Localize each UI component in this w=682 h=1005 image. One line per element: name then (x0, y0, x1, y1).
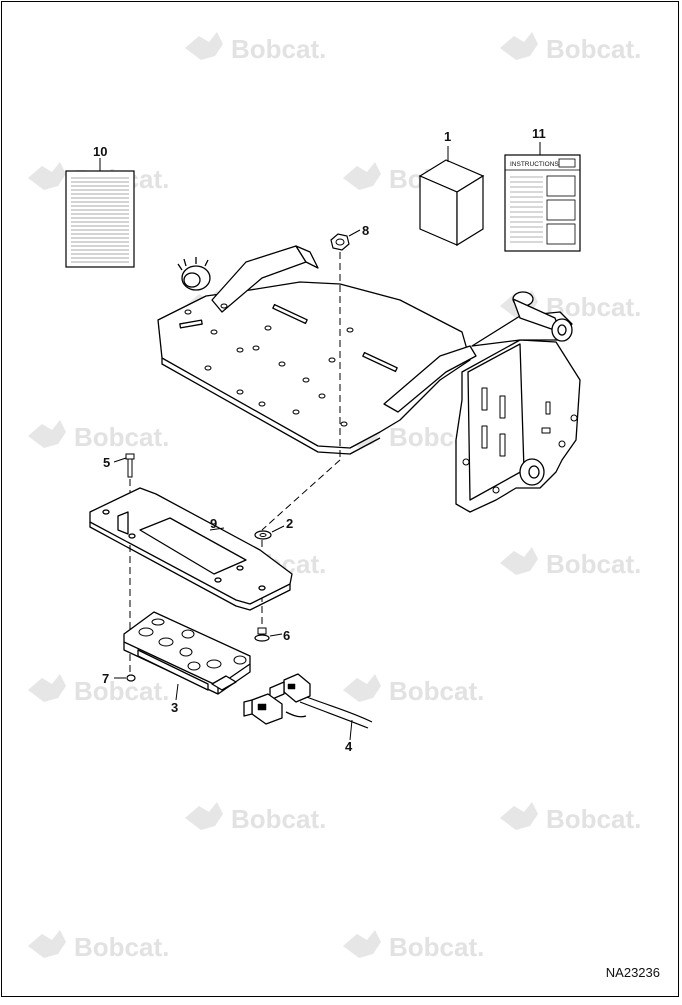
svg-text:Bobcat.: Bobcat. (389, 932, 484, 962)
part-4-wiring-harness (243, 673, 373, 741)
watermark: Bobcat. (28, 420, 169, 452)
watermark: Bobcat. (500, 802, 641, 834)
part-7-nut (114, 674, 136, 682)
mounting-bracket-assembly (157, 245, 581, 513)
svg-text:Bobcat.: Bobcat. (74, 676, 169, 706)
callout-1: 1 (444, 129, 451, 144)
part-10-decal (65, 158, 135, 268)
watermark: Bobcat. (28, 674, 169, 706)
svg-text:Bobcat.: Bobcat. (231, 804, 326, 834)
svg-text:Bobcat.: Bobcat. (546, 549, 641, 579)
part-3-control-module (123, 611, 251, 701)
callout-2: 2 (286, 516, 293, 531)
svg-text:Bobcat.: Bobcat. (74, 422, 169, 452)
watermark: Bobcat. (185, 802, 326, 834)
callout-4: 4 (345, 739, 353, 754)
part-6-screw (254, 627, 283, 642)
part-11-instructions: INSTRUCTIONS (504, 142, 581, 252)
watermark: Bobcat. (500, 547, 641, 579)
part-1-box (418, 146, 485, 247)
watermark: Bobcat. (185, 32, 326, 64)
part-9-lower-plate (89, 487, 293, 611)
svg-text:Bobcat.: Bobcat. (389, 676, 484, 706)
callout-6: 6 (283, 628, 290, 643)
svg-text:Bobcat.: Bobcat. (546, 804, 641, 834)
drawing-number: NA23236 (605, 965, 660, 980)
svg-text:Bobcat.: Bobcat. (231, 34, 326, 64)
part-5-bolt (113, 453, 135, 478)
svg-text:Bobcat.: Bobcat. (74, 932, 169, 962)
watermark: Bobcat. (343, 930, 484, 962)
callout-5: 5 (103, 455, 110, 470)
callout-10: 10 (93, 144, 107, 159)
callout-3: 3 (171, 700, 178, 715)
svg-text:INSTRUCTIONS: INSTRUCTIONS (510, 161, 559, 168)
callout-9: 9 (210, 516, 217, 531)
callout-11: 11 (532, 126, 546, 141)
part-2-washer (254, 525, 285, 540)
watermark: Bobcat. (500, 32, 641, 64)
watermark: Bobcat. (28, 930, 169, 962)
svg-text:Bobcat.: Bobcat. (546, 34, 641, 64)
watermark: Bobcat. (343, 674, 484, 706)
callout-7: 7 (102, 671, 109, 686)
adjust-knob (177, 257, 211, 291)
callout-8: 8 (362, 223, 369, 238)
part-8-nut (330, 229, 361, 251)
